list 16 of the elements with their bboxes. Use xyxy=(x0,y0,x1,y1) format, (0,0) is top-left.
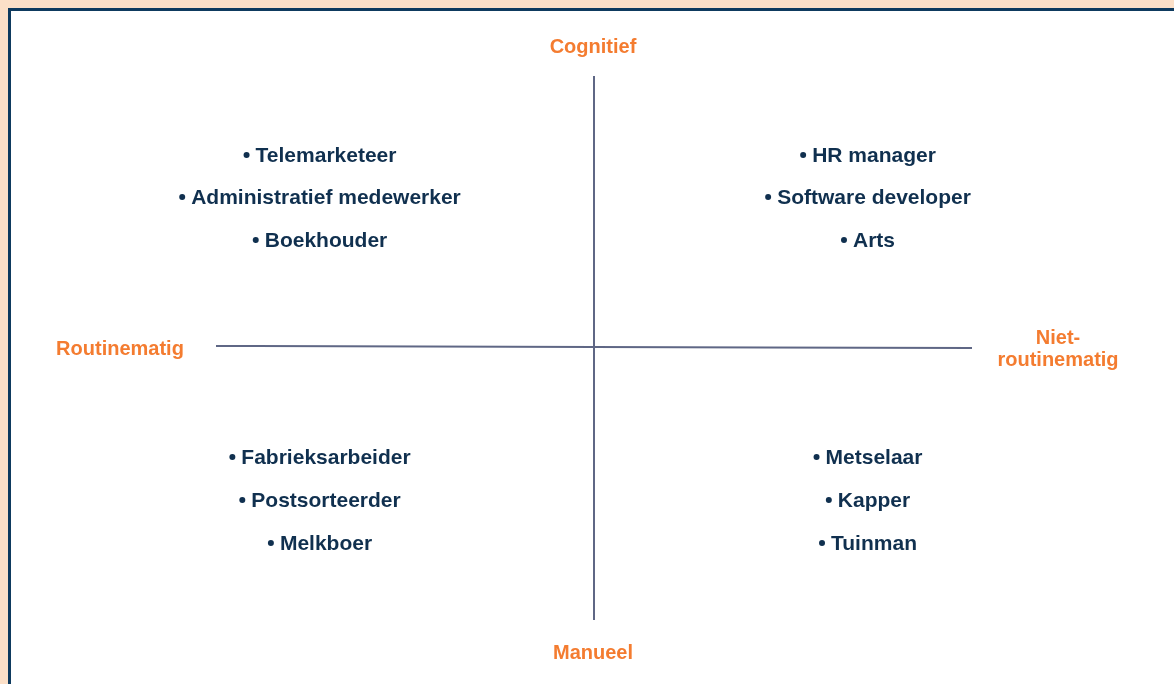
job-title: Kapper xyxy=(837,488,911,512)
job-title: Software developer xyxy=(777,185,971,209)
job-title: Postsorteerder xyxy=(251,488,401,512)
axis-label: Niet-routinematig xyxy=(997,326,1119,370)
axis-label: Cognitief xyxy=(549,35,637,57)
job-title: Administratief medewerker xyxy=(191,185,461,209)
job-title: Tuinman xyxy=(831,531,917,555)
axis-label: Routinematig xyxy=(56,337,184,359)
job-title: Melkboer xyxy=(279,531,373,555)
job-title: Boekhouder xyxy=(264,228,388,252)
job-title: Metselaar xyxy=(825,445,923,469)
job-title: Telemarketeer xyxy=(255,143,397,167)
axis-label: Manueel xyxy=(553,641,633,663)
job-title: Arts xyxy=(853,228,895,252)
job-title: HR manager xyxy=(812,143,936,167)
job-title: Fabrieksarbeider xyxy=(241,445,411,469)
